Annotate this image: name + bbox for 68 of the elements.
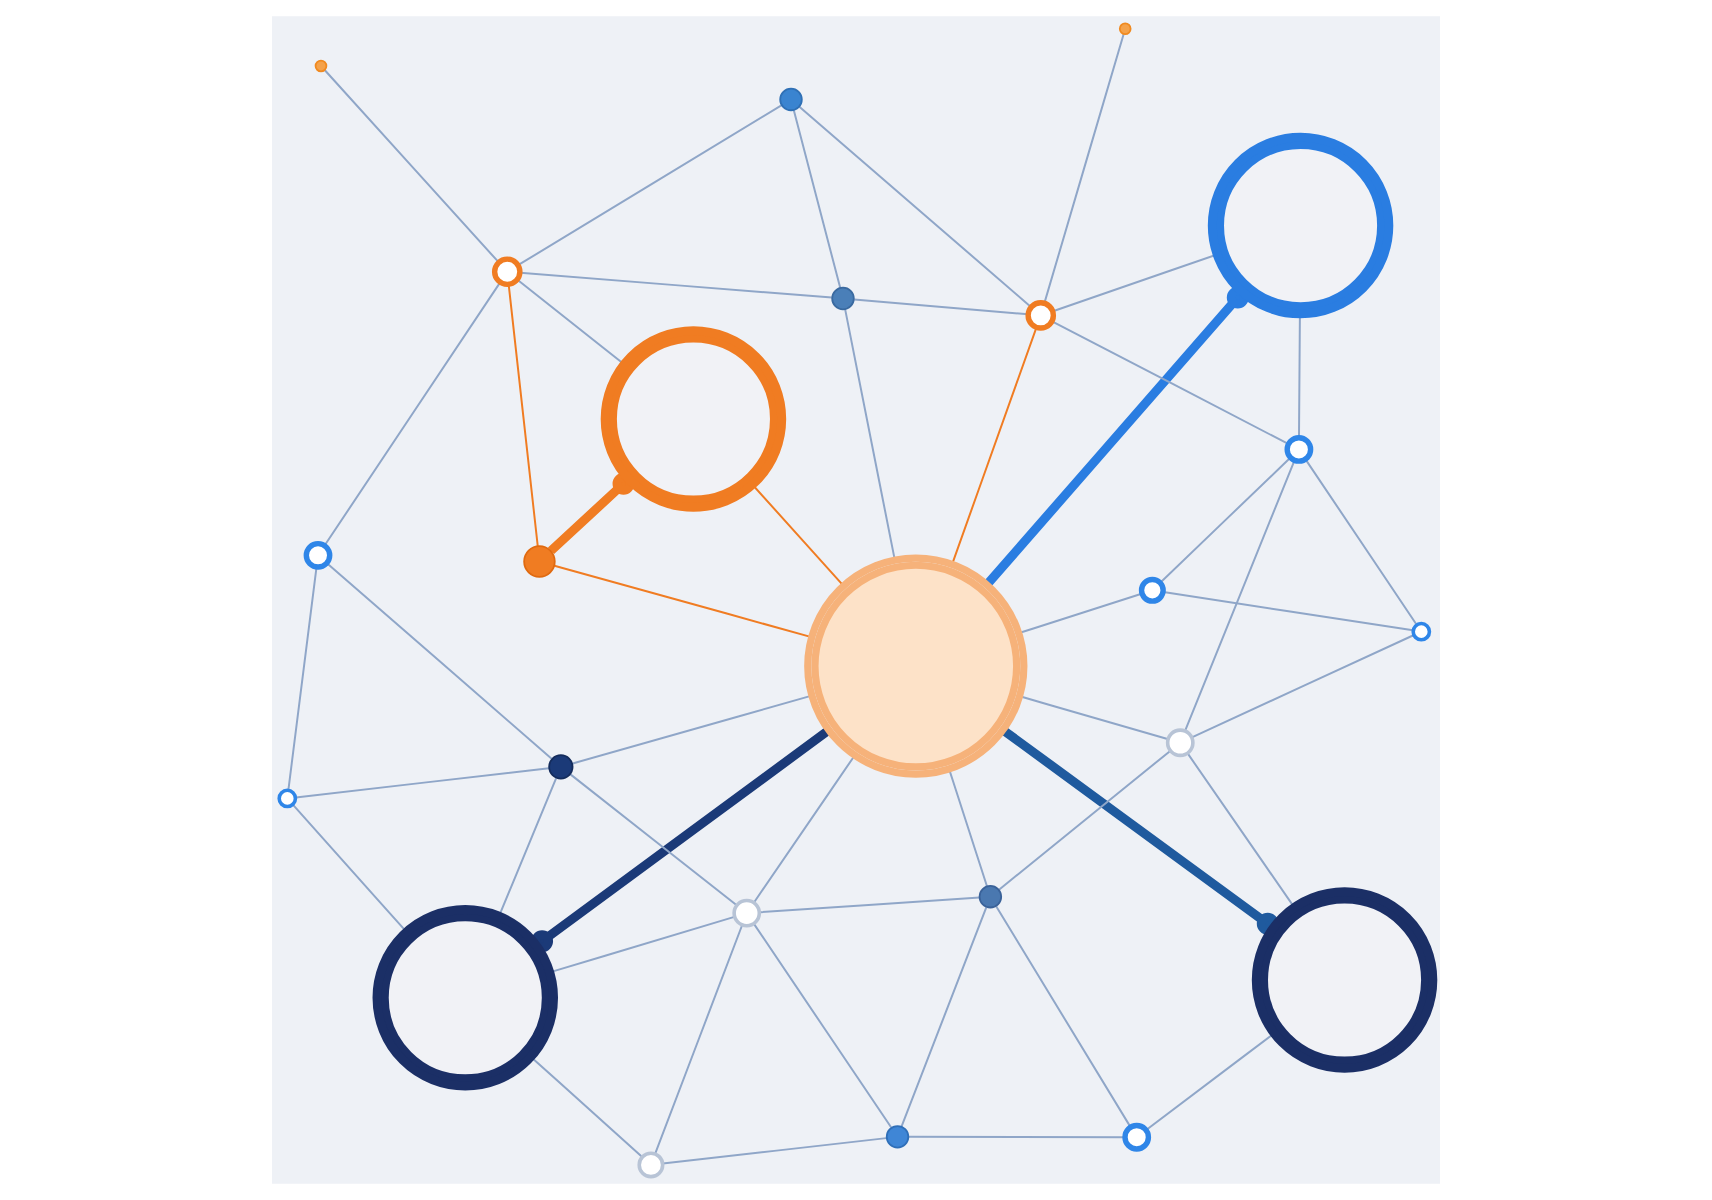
connector [995,905,1132,1129]
connector [569,773,738,907]
connector [1162,591,1414,632]
connector [1051,253,1218,313]
connector [323,281,501,547]
node-circle [1165,728,1195,758]
connector [758,896,981,914]
node-circle [491,256,523,288]
connector [1018,592,1143,634]
node-picture [804,554,1028,778]
connector [294,767,550,799]
node-picture [1207,132,1394,319]
connector [517,104,783,267]
connector [1051,320,1290,445]
node-circle [831,286,855,311]
connector [1304,458,1418,626]
node-circle [314,59,328,73]
node-circle [637,1151,665,1179]
node-circle [1122,1122,1152,1152]
node-picture [1251,887,1438,1073]
connector [516,278,626,366]
connector [998,749,1172,891]
connector [753,754,856,904]
connector [287,566,318,792]
node-circle [523,545,556,578]
node-circle [277,788,298,809]
connector [498,777,558,917]
connector [571,694,813,765]
connector [1159,456,1292,584]
node-circle [1118,22,1132,36]
node-circle [1138,576,1166,604]
connector [291,803,408,933]
connector [654,924,744,1155]
connector [1184,459,1296,732]
connector [507,283,539,548]
connector [1043,33,1125,305]
connector [1186,752,1295,908]
connector [1018,695,1169,741]
connector [1298,313,1301,439]
connector [1190,634,1415,739]
connector [844,308,896,561]
node-circle [732,898,762,928]
connector [752,484,845,587]
node-circle [779,87,803,112]
connector [553,564,813,639]
connector [853,298,1030,316]
node-picture [600,326,787,512]
node-circle [885,1125,910,1149]
connector [792,109,842,289]
node-circle [1025,300,1057,331]
connector [530,1056,643,1158]
connector [907,1135,1126,1139]
connector [951,326,1038,566]
node-circle [1411,621,1432,642]
connector [323,69,500,263]
node-circle [303,540,333,570]
connector [519,271,833,299]
connector [798,105,1032,308]
connector [1145,1032,1275,1132]
connector [326,562,553,760]
connector [661,1137,888,1165]
node-circle [548,754,574,780]
connector [948,768,988,888]
connector [549,915,736,974]
node-circle [978,885,1003,909]
connector [900,906,988,1128]
node-circle [1284,435,1314,464]
connector [753,923,893,1129]
